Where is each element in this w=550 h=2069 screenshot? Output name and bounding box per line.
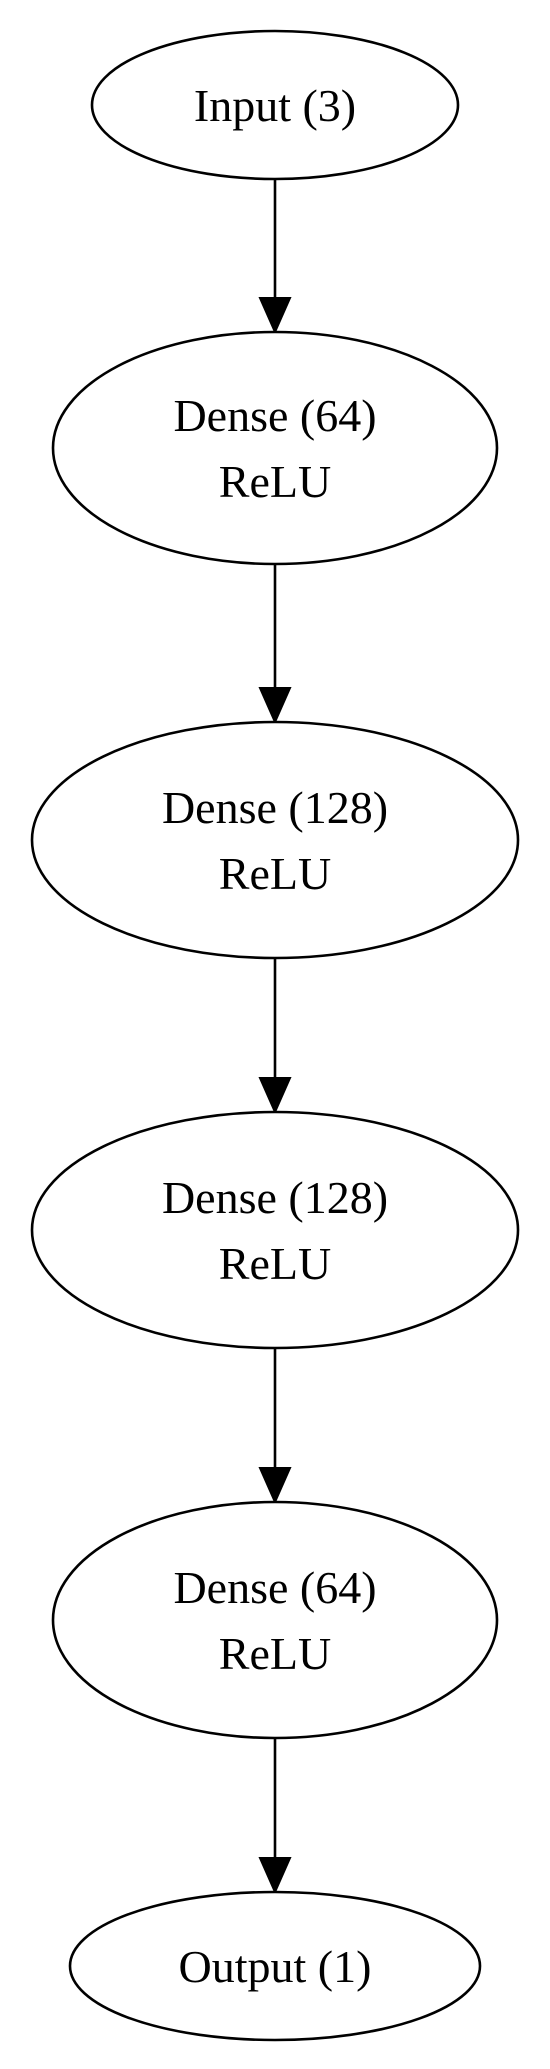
node-input-ellipse — [90, 29, 460, 181]
node-dense4-ellipse — [51, 1500, 499, 1740]
node-dense1-label-0: Dense (64) — [173, 390, 376, 441]
node-output-label-0: Output (1) — [179, 1941, 372, 1992]
node-dense3-label-1: ReLU — [219, 1238, 331, 1289]
arrowhead-icon — [258, 1077, 292, 1115]
edge-dense1-to-dense2 — [258, 564, 292, 725]
node-dense4: Dense (64) ReLU — [51, 1500, 499, 1740]
edge-dense3-to-dense4 — [258, 1348, 292, 1505]
node-input: Input (3) — [90, 29, 460, 181]
node-dense3: Dense (128) ReLU — [30, 1110, 520, 1350]
edge-dense2-to-dense3 — [258, 958, 292, 1115]
node-output-ellipse — [68, 1890, 482, 2042]
arrowhead-icon — [258, 687, 292, 725]
arrowhead-icon — [258, 1857, 292, 1895]
node-dense2-label-1: ReLU — [219, 848, 331, 899]
node-dense4-label-0: Dense (64) — [173, 1562, 376, 1613]
arrowhead-icon — [258, 297, 292, 335]
node-dense1: Dense (64) ReLU — [51, 330, 499, 566]
node-dense1-label-1: ReLU — [219, 456, 331, 507]
node-dense2: Dense (128) ReLU — [30, 720, 520, 960]
node-dense3-ellipse — [30, 1110, 520, 1350]
node-dense3-label-0: Dense (128) — [162, 1172, 388, 1223]
node-output: Output (1) — [68, 1890, 482, 2042]
edge-input-to-dense1 — [258, 179, 292, 335]
node-dense1-ellipse — [51, 330, 499, 566]
node-dense2-ellipse — [30, 720, 520, 960]
edge-dense4-to-output — [258, 1738, 292, 1895]
edges-layer — [258, 179, 292, 1895]
arrowhead-icon — [258, 1467, 292, 1505]
node-dense2-label-0: Dense (128) — [162, 782, 388, 833]
node-input-label-0: Input (3) — [194, 80, 356, 131]
node-dense4-label-1: ReLU — [219, 1628, 331, 1679]
